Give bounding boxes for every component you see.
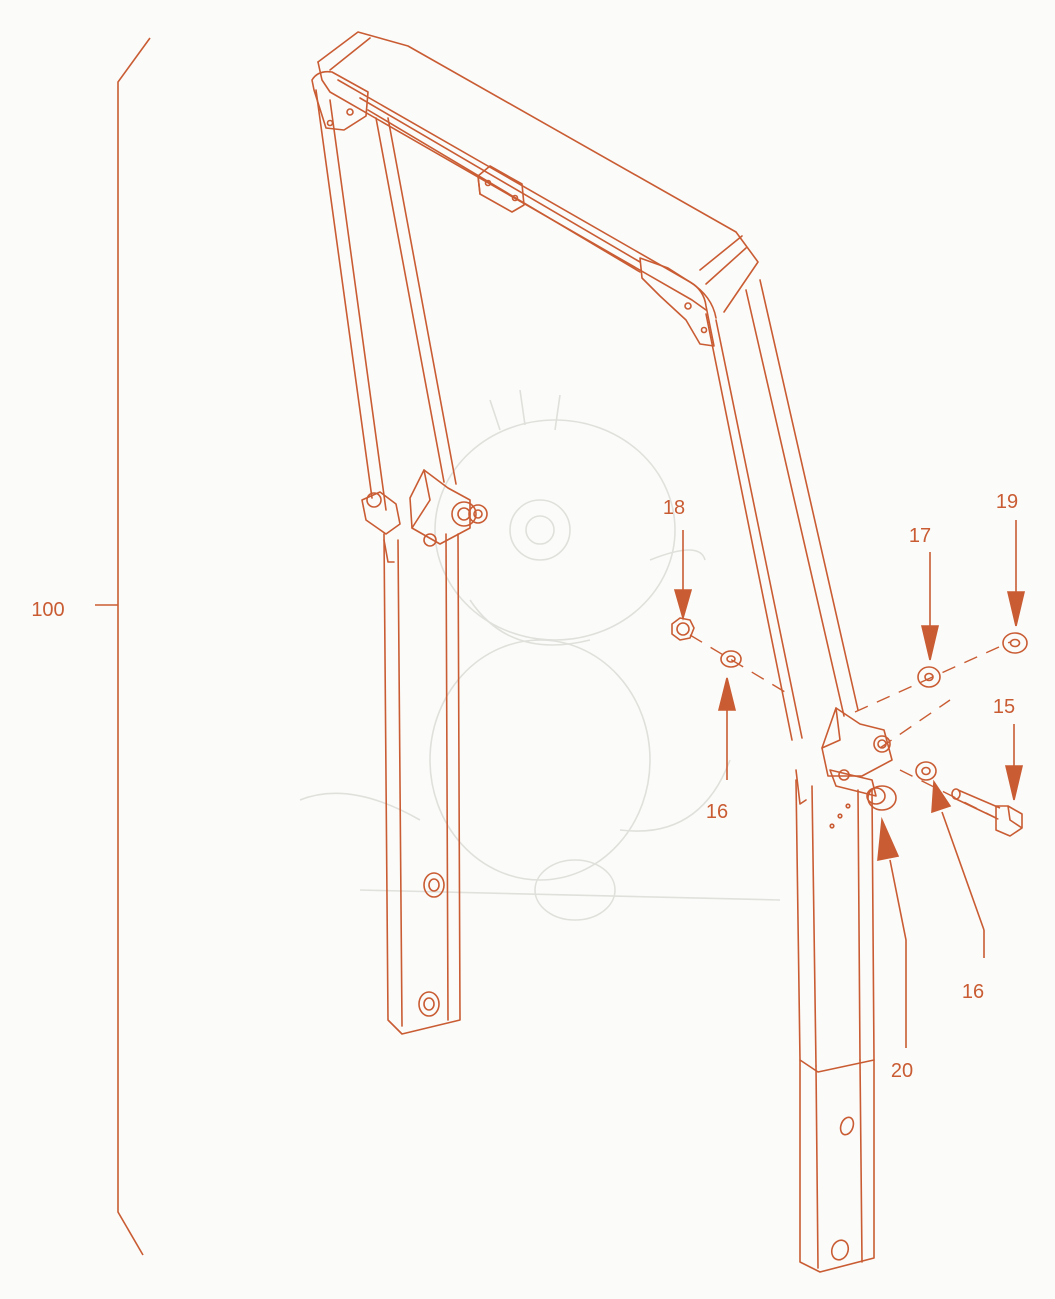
washer-16-right <box>915 761 937 781</box>
right-hinge <box>795 707 897 811</box>
top-crossbar <box>317 31 759 319</box>
washer-16-left <box>720 650 742 668</box>
callout-16-left: 16 <box>706 801 728 823</box>
callout-19: 19 <box>996 491 1018 513</box>
left-leg <box>383 533 461 1035</box>
callout-100: 100 <box>31 599 64 621</box>
right-corner-gusset <box>639 257 715 347</box>
hardware-parts <box>671 617 1028 837</box>
washer-17 <box>917 666 941 688</box>
bolt-15 <box>951 788 1023 837</box>
left-upper-arm <box>315 89 457 511</box>
hex-nut-18 <box>671 617 695 641</box>
frame-assembly <box>311 31 897 1273</box>
callout-17: 17 <box>909 525 931 547</box>
right-leg <box>795 779 875 1261</box>
washer-19 <box>1002 632 1028 654</box>
left-hinge <box>361 469 488 563</box>
callout-15: 15 <box>993 696 1015 718</box>
callout-18: 18 <box>663 497 685 519</box>
assembly-bracket <box>95 37 151 1256</box>
callout-arrows <box>673 520 1026 1048</box>
center-bracket <box>477 165 525 213</box>
dragon-watermark-icon <box>299 389 781 921</box>
callout-16-right: 16 <box>962 981 984 1003</box>
right-upper-arm <box>705 279 859 741</box>
callout-20: 20 <box>891 1060 913 1082</box>
